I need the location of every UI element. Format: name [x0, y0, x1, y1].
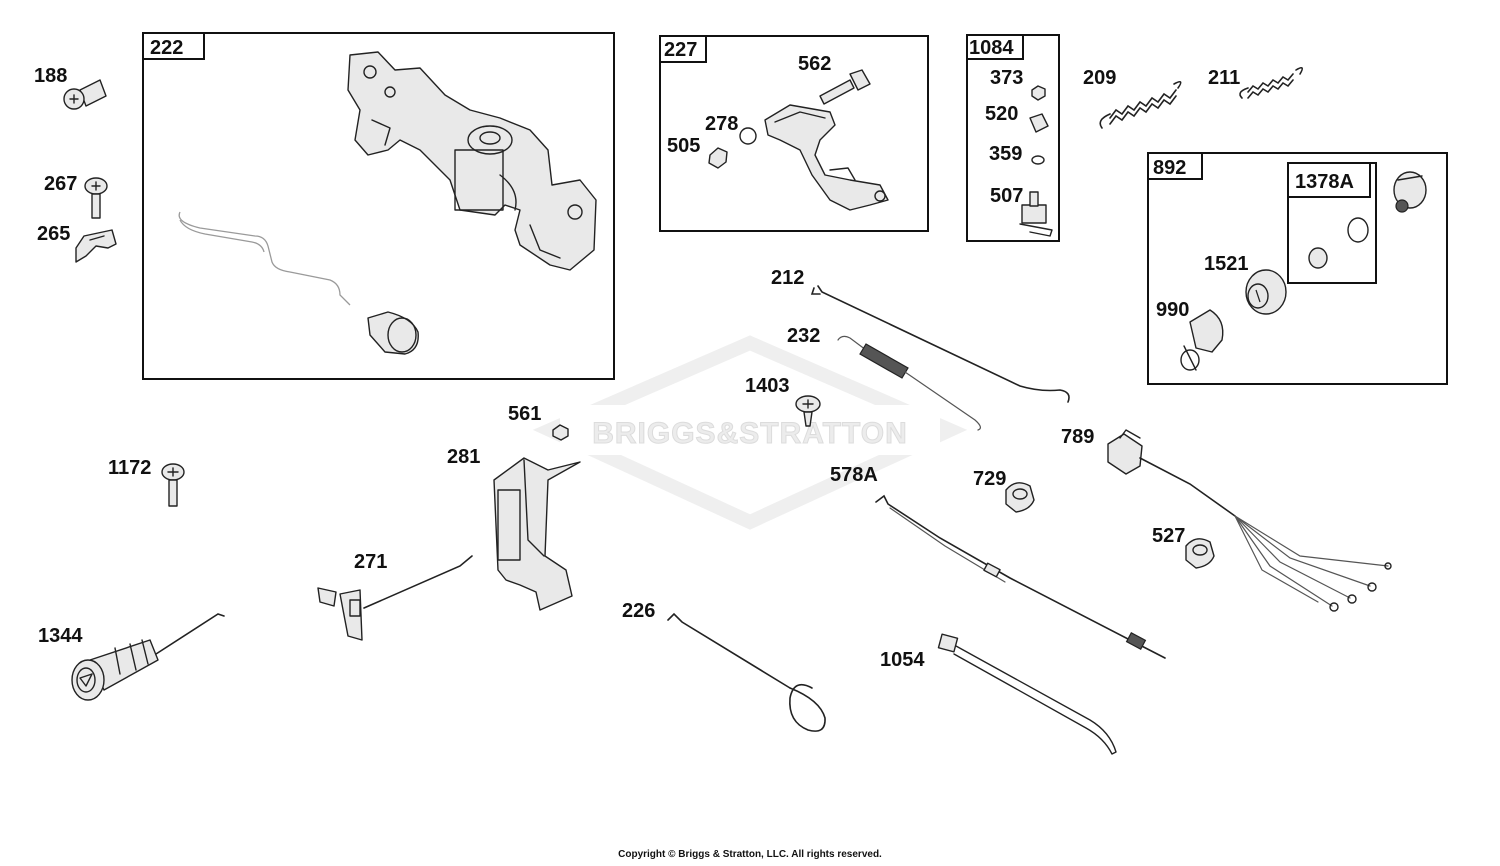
label-278: 278	[705, 113, 738, 135]
assembly-box-222[interactable]: 222	[142, 32, 615, 380]
rod-icon	[810, 285, 1070, 403]
box-label-1084: 1084	[969, 37, 1014, 59]
label-561: 561	[508, 403, 541, 425]
label-562: 562	[798, 53, 831, 75]
assembly-box-227[interactable]: 227 562 278 505	[659, 35, 929, 232]
label-209: 209	[1083, 67, 1116, 89]
bezel-icon	[1245, 269, 1287, 315]
box-label-222: 222	[150, 37, 183, 59]
key-switch-icon	[1393, 171, 1427, 213]
nut-icon	[708, 147, 728, 169]
bracket-icon	[764, 104, 889, 211]
clip-icon	[1185, 538, 1215, 569]
label-226: 226	[622, 600, 655, 622]
label-1172: 1172	[108, 457, 151, 479]
label-265: 265	[37, 223, 70, 245]
label-211: 211	[1208, 67, 1240, 89]
spring-icon	[1099, 80, 1182, 129]
bracket-icon	[493, 457, 581, 611]
bolt-icon	[795, 395, 821, 427]
label-267: 267	[44, 173, 77, 195]
key-icon	[1180, 309, 1224, 371]
label-271: 271	[354, 551, 387, 573]
label-729: 729	[973, 468, 1006, 490]
label-520: 520	[985, 103, 1018, 125]
assembly-box-1084[interactable]: 1084 373 520 359 507	[966, 34, 1060, 242]
clip-icon	[75, 229, 117, 263]
throttle-control-icon	[317, 555, 473, 641]
label-578a: 578A	[830, 464, 878, 486]
label-188: 188	[34, 65, 67, 87]
label-990: 990	[1156, 299, 1189, 321]
label-789: 789	[1061, 426, 1094, 448]
label-527: 527	[1152, 525, 1185, 547]
washer-icon	[739, 127, 757, 145]
wire-harness-icon	[875, 494, 1166, 659]
label-1054: 1054	[880, 649, 925, 671]
label-1403: 1403	[745, 375, 790, 397]
assembly-box-892[interactable]: 892 1378A 1521 990	[1147, 152, 1448, 385]
clip-icon	[1029, 113, 1049, 133]
watermark: BRIGGS&STRATTON	[532, 335, 968, 530]
cable-tie-icon	[937, 633, 1117, 755]
nut-icon	[552, 424, 569, 441]
label-373: 373	[990, 67, 1023, 89]
label-359: 359	[989, 143, 1022, 165]
box-label-892: 892	[1153, 157, 1186, 179]
box-label-1378a: 1378A	[1295, 171, 1354, 193]
switch-icon	[1019, 191, 1053, 237]
label-1521: 1521	[1204, 253, 1249, 275]
bolt-icon	[84, 177, 108, 219]
label-232: 232	[787, 325, 820, 347]
nut-icon	[1308, 247, 1328, 269]
spring-icon	[1239, 66, 1304, 99]
label-281: 281	[447, 446, 480, 468]
label-212: 212	[771, 267, 804, 289]
nut-icon	[1031, 85, 1046, 101]
pull-loop-icon	[667, 612, 826, 732]
knob-icon	[367, 311, 419, 355]
label-505: 505	[667, 135, 700, 157]
spring-icon	[837, 335, 981, 431]
label-507: 507	[990, 185, 1023, 207]
washer-icon	[1347, 217, 1369, 243]
bracket-icon	[347, 51, 597, 271]
clip-icon	[1005, 482, 1035, 513]
watermark-text: BRIGGS&STRATTON	[592, 417, 908, 450]
box-label-227: 227	[664, 39, 697, 61]
bolt-icon	[161, 463, 185, 507]
wire-harness-icon	[1107, 429, 1392, 612]
copyright-notice: Copyright © Briggs & Stratton, LLC. All …	[618, 849, 882, 860]
washer-icon	[1031, 155, 1045, 165]
pin-icon	[819, 69, 871, 105]
bolt-icon	[63, 79, 107, 110]
label-1344: 1344	[38, 625, 83, 647]
knob-icon	[71, 613, 225, 701]
